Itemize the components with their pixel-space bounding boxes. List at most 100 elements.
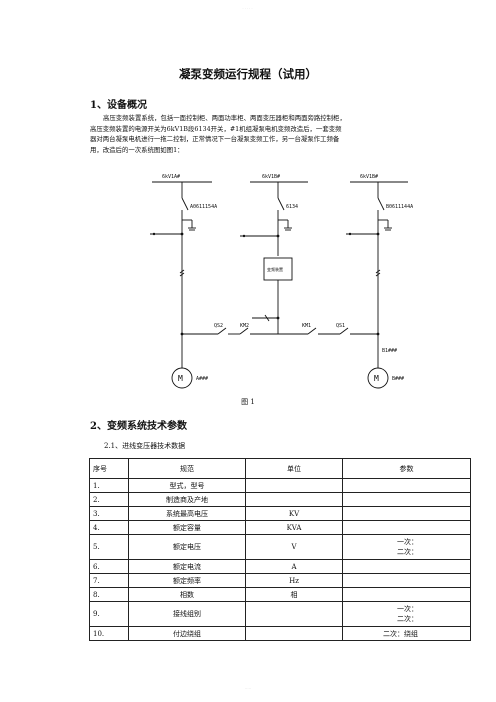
motor-b-glyph: M	[374, 374, 379, 383]
motor-a-glyph: M	[178, 374, 183, 383]
row-value	[342, 520, 471, 535]
bus-3-label: 6kV1B#	[360, 174, 378, 180]
row-unit	[245, 601, 343, 627]
table-row: 6. 额定电流 A	[89, 559, 471, 574]
row-unit: KV	[245, 506, 343, 521]
value-line-secondary: 二次：	[397, 548, 418, 556]
row-number: 2.	[89, 492, 129, 507]
row-number: 9.	[89, 601, 129, 627]
subsection-heading: 2.1、进线变压器技术数据	[104, 442, 186, 450]
diagram-lines	[150, 181, 408, 389]
paragraph-line: 用，改造后的一次系统图如图1：	[90, 145, 184, 154]
row-value: 二次：绕组	[342, 626, 471, 641]
paragraph-line: 器对两台凝泵电机进行一拖二控制，正常情况下一台凝泵变频工作，另一台凝泵作工频备	[90, 135, 340, 144]
section-heading-params: 2、变频系统技术参数	[90, 421, 187, 432]
row-spec: 额定频率	[128, 573, 246, 588]
qs1-contact	[339, 327, 349, 335]
row-value	[342, 492, 471, 507]
footer-watermark: ·····	[244, 686, 252, 691]
row-unit: A	[245, 559, 343, 574]
row-number: 1.	[89, 478, 129, 493]
figure-caption: 图 1	[241, 398, 255, 406]
km2-label: KM2	[240, 323, 249, 329]
row-number: 5.	[89, 534, 129, 560]
row-value	[342, 506, 471, 521]
bus-1-label: 6kV1A#	[162, 174, 180, 180]
row-number: 8.	[89, 587, 129, 602]
row-unit: Hz	[245, 573, 343, 588]
row-unit: 相	[245, 587, 343, 602]
breaker-3-label: B0611144A	[386, 204, 413, 210]
header-cell: 规范	[128, 458, 246, 479]
row-spec: 相数	[128, 587, 246, 602]
breaker-1-contact	[181, 197, 189, 211]
table-row: 1. 型式，型号	[89, 478, 471, 493]
row-value	[342, 573, 471, 588]
row-spec: 接线组别	[128, 601, 246, 627]
row-value: 一次： 二次：	[342, 601, 471, 627]
table-header-row: 序号 规范 单位 参数	[89, 458, 471, 479]
motor-b-label: B###	[392, 376, 404, 382]
table-row: 5. 额定电压 V 一次： 二次：	[89, 534, 471, 560]
row-number: 4.	[89, 520, 129, 535]
breaker-2-contact	[277, 197, 285, 211]
motor-b-symbol	[367, 367, 389, 389]
km1-contact	[307, 327, 317, 335]
row-number: 6.	[89, 559, 129, 574]
bypass-label: B1###	[382, 348, 397, 354]
paragraph-line: 高压变频装置的电源开关为6kV1B段6134开关，#1机组凝泵电机变频改造后，一…	[90, 124, 342, 133]
qs1-label: QS1	[336, 323, 345, 329]
row-value	[342, 587, 471, 602]
table-row: 9. 接线组别 一次： 二次：	[89, 601, 471, 627]
overview-paragraph: 高压变频装置系统，包括一面控制柜、两面功率柜、两面变压器柜和两面旁路控制柜， 高…	[90, 113, 437, 155]
row-spec: 额定容量	[128, 520, 246, 535]
breaker-3-contact	[377, 197, 385, 211]
primary-system-diagram: 6kV1A# 6kV1B# 6kV1B# A0611154A 6134 B061…	[150, 174, 413, 389]
header-cell: 单位	[245, 458, 343, 479]
row-value	[342, 478, 471, 493]
row-unit: V	[245, 534, 343, 560]
section-heading-overview: 1、设备概况	[90, 100, 147, 111]
diagram-dots	[152, 232, 380, 336]
header-watermark: ·····	[242, 6, 254, 11]
table-row: 10. 付边绕组 二次：绕组	[89, 626, 471, 641]
row-value: 一次： 二次：	[342, 534, 471, 560]
document-title: 凝泵变频运行规程（试用）	[179, 67, 317, 81]
row-unit	[245, 478, 343, 493]
row-number: 3.	[89, 506, 129, 521]
table-row: 7. 额定频率 Hz	[89, 573, 471, 588]
breaker-2-label: 6134	[286, 204, 298, 210]
row-spec: 系统最高电压	[128, 506, 246, 521]
header-cell: 参数	[342, 458, 471, 479]
value-line-primary: 一次：	[397, 538, 418, 546]
bus-2-label: 6kV1B#	[262, 174, 280, 180]
breaker-1-label: A0611154A	[190, 204, 217, 210]
table-row: 4. 额定容量 KVA	[89, 520, 471, 535]
value-line-primary: 一次：	[397, 605, 418, 613]
row-unit	[245, 492, 343, 507]
motor-a-symbol	[171, 367, 193, 389]
table-row: 3. 系统最高电压 KV	[89, 506, 471, 521]
row-spec: 额定电压	[128, 534, 246, 560]
qs2-label: QS2	[214, 323, 223, 329]
row-spec: 型式，型号	[128, 478, 246, 493]
row-spec: 制造商及产地	[128, 492, 246, 507]
table-row: 2. 制造商及产地	[89, 492, 471, 507]
row-unit: KVA	[245, 520, 343, 535]
row-spec: 付边绕组	[128, 626, 246, 641]
km1-label: KM1	[302, 323, 311, 329]
table-row: 8. 相数 相	[89, 587, 471, 602]
transformer-spec-table: 序号 规范 单位 参数 1. 型式，型号 2. 制造商及产地 3. 系统最高电压…	[89, 458, 471, 641]
header-cell: 序号	[89, 458, 129, 479]
row-unit	[245, 626, 343, 641]
row-number: 7.	[89, 573, 129, 588]
diagram-labels: 6kV1A# 6kV1B# 6kV1B# A0611154A 6134 B061…	[162, 174, 413, 383]
vfd-label: 变频装置	[267, 266, 283, 272]
row-number: 10.	[89, 626, 129, 641]
km2-contact	[239, 327, 249, 335]
motor-a-label: A###	[196, 376, 208, 382]
paragraph-line: 高压变频装置系统，包括一面控制柜、两面功率柜、两面变压器柜和两面旁路控制柜，	[103, 114, 346, 122]
qs2-contact	[217, 327, 227, 335]
value-line-secondary: 二次：	[397, 615, 418, 623]
row-spec: 额定电流	[128, 559, 246, 574]
